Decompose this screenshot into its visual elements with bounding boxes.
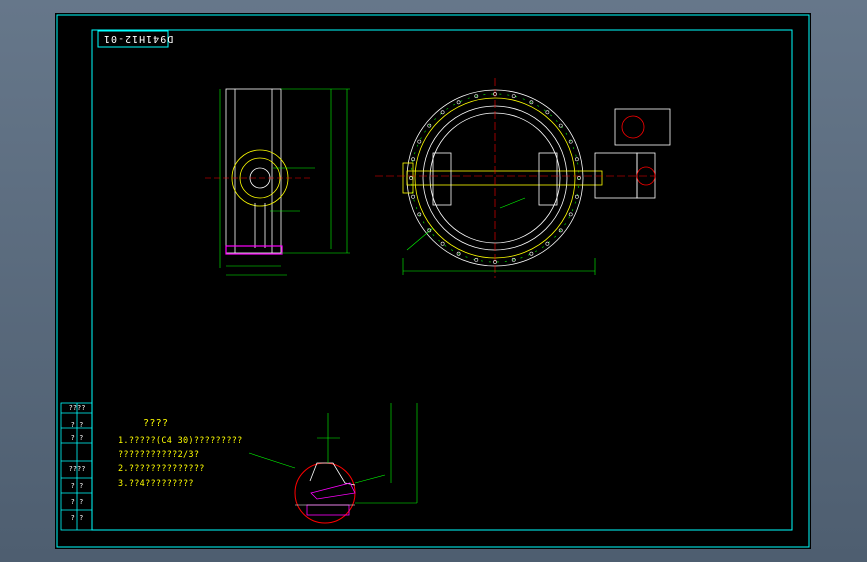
flange-bolt-hole <box>545 110 550 115</box>
flange-bolt-hole <box>511 94 516 99</box>
flange-bolt-hole <box>493 92 497 96</box>
actuator <box>594 108 671 199</box>
side-view <box>225 88 289 254</box>
side-view-dimensions <box>219 88 350 276</box>
flange-bolt-hole <box>529 251 534 256</box>
side-cell-7: ? ? <box>70 514 84 522</box>
flange-bolt-hole <box>558 228 563 233</box>
side-cell-5: ? ? <box>70 482 84 490</box>
flange-bolt-hole <box>511 257 516 262</box>
title-code-box <box>97 30 169 48</box>
title-code: D941H12-01 <box>103 33 174 44</box>
outer-frame <box>56 14 810 548</box>
flange-bolt-hole <box>411 157 416 162</box>
flange-bolt-hole <box>474 94 479 99</box>
flange-bolt-hole <box>575 157 579 162</box>
side-cell-2: ? ? <box>70 421 84 429</box>
note-line-1: 1.?????(C4 30)????????? <box>118 436 243 446</box>
side-cell-6: ? ? <box>70 498 84 506</box>
note-line-4: 3.??4????????? <box>118 479 194 489</box>
flange-bolt-hole <box>440 241 445 246</box>
flange-bolt-hole <box>545 241 550 246</box>
left-boss <box>432 152 452 206</box>
flange-bolt-hole <box>456 251 461 256</box>
flange-bolt-hole <box>456 100 461 105</box>
flange-bolt-hole <box>575 194 579 199</box>
flange-bolt-hole <box>427 123 432 128</box>
notes-heading: ???? <box>143 418 169 429</box>
note-line-2: ???????????2/3? <box>118 450 200 460</box>
flange-bolt-hole <box>417 139 422 144</box>
side-table <box>60 402 93 531</box>
side-view-base-hatch <box>225 245 283 255</box>
side-cell-3: ? ? <box>70 434 84 442</box>
flange-bolt-hole <box>427 228 432 233</box>
flange-bolt-hole <box>417 212 422 217</box>
flange-bolt-hole <box>568 212 573 217</box>
flange-bolt-hole <box>577 176 581 180</box>
right-boss <box>538 152 558 206</box>
inner-frame <box>91 29 793 531</box>
flange-bolt-hole <box>411 194 416 199</box>
detail-view <box>294 462 356 524</box>
flange-bolt-hole <box>529 100 534 105</box>
left-shaft-end <box>402 162 414 194</box>
valve-shaft <box>406 170 603 186</box>
drawing-sheet: D941H12-01 ???? ? ? ? ? ???? ? ? ? ? ? ?… <box>55 13 811 549</box>
flange-bolt-hole <box>440 110 445 115</box>
flange-bolt-hole <box>568 139 573 144</box>
detail-dimensions <box>248 403 418 504</box>
flange-bolt-hole <box>493 260 497 264</box>
note-line-3: 2.?????????????? <box>118 464 205 474</box>
flange-bolt-hole <box>474 257 479 262</box>
flange-bolt-hole <box>409 176 413 180</box>
side-cell-4: ???? <box>68 465 86 473</box>
flange-bolt-hole <box>558 123 563 128</box>
side-cell-1: ???? <box>68 404 86 412</box>
front-view-dimensions <box>402 197 596 275</box>
cad-drawing <box>56 14 810 548</box>
